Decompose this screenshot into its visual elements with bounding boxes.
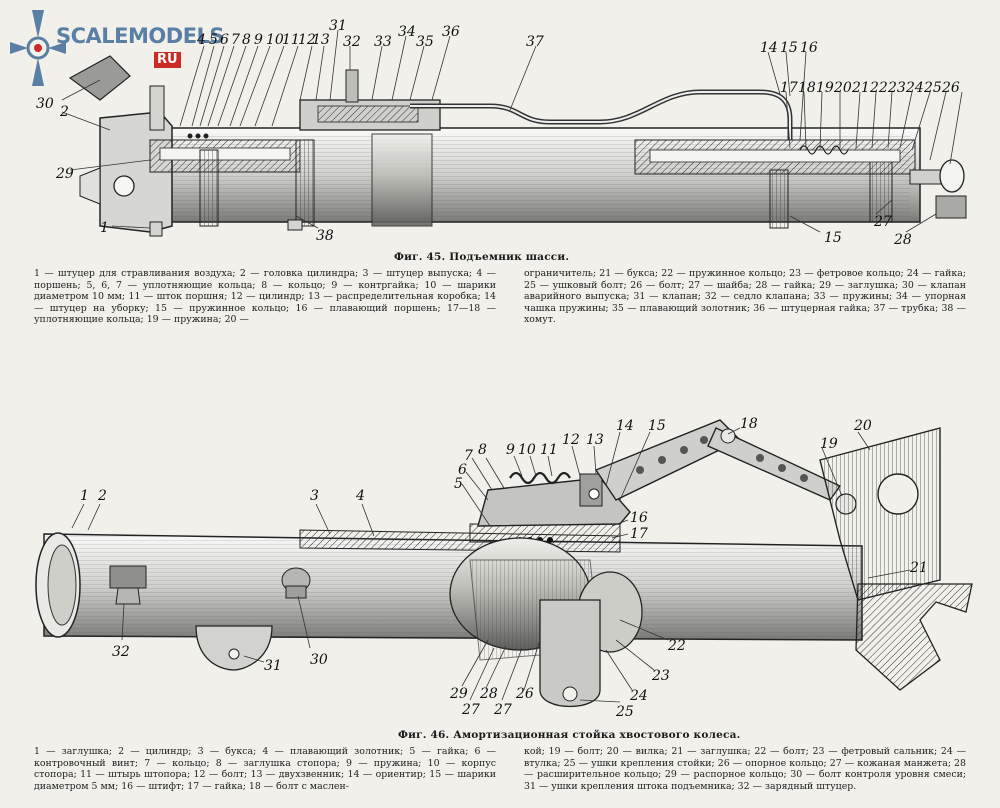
fig46-callout: 5 bbox=[454, 476, 463, 492]
fig45-callout: 23 bbox=[887, 80, 906, 96]
fig45-callout: 10 bbox=[266, 32, 284, 48]
fig46-callout: 15 bbox=[648, 418, 666, 434]
fig45-callout: 1 bbox=[100, 220, 109, 236]
fig46-retract-lug bbox=[195, 625, 273, 671]
fig46-callout: 4 bbox=[355, 488, 365, 504]
fig45-callout: 13 bbox=[312, 32, 330, 48]
fig45-callout: 25 bbox=[923, 80, 942, 96]
fig45-legend-right: ограничитель; 21 — букса; 22 — пружинное… bbox=[524, 268, 966, 326]
fig45-callout: 33 bbox=[374, 34, 392, 50]
fig46-caption: Фиг. 46. Амортизационная стойка хвостово… bbox=[398, 729, 741, 741]
fig46-callout: 2 bbox=[97, 488, 107, 504]
fig46-spring bbox=[509, 471, 571, 485]
fig46-callout: 20 bbox=[853, 418, 872, 434]
fig45-callout: 7 bbox=[231, 32, 240, 48]
fig45-callout: 30 bbox=[36, 96, 54, 112]
fig45-caption: Фиг. 45. Подъемник шасси. bbox=[394, 251, 570, 263]
fig46-callout: 21 bbox=[909, 560, 928, 576]
fig46-callout: 28 bbox=[479, 686, 498, 702]
fig45-callout: 31 bbox=[329, 18, 347, 34]
fig45-callout: 14 bbox=[760, 40, 778, 56]
fig46-callout: 12 bbox=[562, 432, 580, 448]
fig45-callout: 20 bbox=[833, 80, 852, 96]
fig45-callout: 21 bbox=[851, 80, 870, 96]
fig46-leaders bbox=[71, 427, 911, 703]
fig46-callout: 8 bbox=[478, 442, 487, 458]
fig45-callout: 29 bbox=[55, 166, 74, 182]
fig46-callout: 7 bbox=[464, 448, 473, 464]
fig45-callout: 6 bbox=[220, 32, 229, 48]
fig45-callout: 8 bbox=[242, 32, 251, 48]
fig45-callout: 17 bbox=[780, 80, 798, 96]
fig46-callout: 17 bbox=[630, 526, 648, 542]
fig46-callout: 27 bbox=[493, 702, 512, 718]
fig46-drawing bbox=[35, 419, 973, 708]
fig45-drawing bbox=[68, 55, 967, 237]
watermark-sub: RU bbox=[154, 52, 181, 68]
fig45-callout: 26 bbox=[941, 80, 960, 96]
fig45-callout: 11 bbox=[282, 32, 300, 48]
fig46-legend-right: кой; 19 — болт; 20 — вилка; 21 — заглушк… bbox=[524, 746, 966, 792]
fig46-callout: 10 bbox=[518, 442, 536, 458]
fig46-charging-fitting bbox=[109, 565, 147, 589]
fig45-clamp bbox=[199, 149, 219, 227]
fig45-callout: 37 bbox=[526, 34, 544, 50]
fig46-callout: 3 bbox=[310, 488, 319, 504]
fig46-callout: 29 bbox=[449, 686, 468, 702]
fig45-callout: 35 bbox=[416, 34, 434, 50]
fig45-leaders bbox=[61, 29, 963, 233]
fig46-callout: 23 bbox=[651, 668, 670, 684]
fig45-callout: 15 bbox=[780, 40, 798, 56]
fig46-legend-left: 1 — заглушка; 2 — цилиндр; 3 — букса; 4 … bbox=[34, 746, 496, 792]
fig46-callout: 14 bbox=[616, 418, 634, 434]
fig45-callout: 24 bbox=[905, 80, 924, 96]
watermark-logo: SCALEMODELS RU bbox=[8, 8, 225, 88]
fig45-callout: 9 bbox=[254, 32, 263, 48]
fig45-callout: 27 bbox=[873, 214, 892, 230]
fig46-callout: 9 bbox=[506, 442, 515, 458]
fig46-end-plug bbox=[855, 583, 973, 691]
fig45-callout: 22 bbox=[869, 80, 888, 96]
fig45-callout: 18 bbox=[798, 80, 816, 96]
propeller-icon bbox=[10, 10, 66, 86]
fig45-callout: 34 bbox=[398, 24, 416, 40]
fig46-callouts: 1 2 3 4 5 6 7 8 9 10 11 12 13 14 15 16 1… bbox=[80, 416, 928, 720]
fig45-callout: 12 bbox=[298, 32, 316, 48]
fig45-callout: 2 bbox=[59, 104, 69, 120]
fig45-legend-left: 1 — штуцер для стравливания воздуха; 2 —… bbox=[34, 268, 496, 326]
fig45-callout: 5 bbox=[209, 32, 218, 48]
fig46-callout: 22 bbox=[667, 638, 686, 654]
fig45-callout: 19 bbox=[816, 80, 834, 96]
fig46-callout: 18 bbox=[740, 416, 758, 432]
fig46-mounting-lug bbox=[539, 599, 601, 708]
fig46-callout: 32 bbox=[112, 644, 130, 660]
fig45-callout: 36 bbox=[442, 24, 460, 40]
fig46-callout: 19 bbox=[820, 436, 838, 452]
fig45-emergency-valve bbox=[68, 55, 131, 101]
fig45-callouts: 4 5 6 7 8 9 10 11 12 13 31 32 33 34 35 3… bbox=[36, 18, 960, 248]
fig46-callout: 26 bbox=[515, 686, 534, 702]
fig46-callout: 30 bbox=[310, 652, 328, 668]
fig46-callout: 1 bbox=[80, 488, 89, 504]
fig45-callout: 4 bbox=[196, 32, 206, 48]
fig45-callout: 15 bbox=[824, 230, 842, 246]
fig46-callout: 27 bbox=[461, 702, 480, 718]
fig46-callout: 16 bbox=[630, 510, 648, 526]
fig46-callout: 13 bbox=[586, 432, 604, 448]
fig46-callout: 31 bbox=[264, 658, 282, 674]
fig45-callout: 32 bbox=[343, 34, 361, 50]
fig46-callout: 6 bbox=[458, 462, 467, 478]
fig45-callout: 28 bbox=[893, 232, 912, 248]
fig45-callout: 38 bbox=[316, 228, 334, 244]
fig46-callout: 25 bbox=[615, 704, 634, 720]
watermark-text: SCALEMODELS bbox=[56, 24, 225, 48]
fig46-callout: 11 bbox=[540, 442, 558, 458]
fig46-callout: 24 bbox=[629, 688, 648, 704]
fig45-callout: 16 bbox=[800, 40, 818, 56]
